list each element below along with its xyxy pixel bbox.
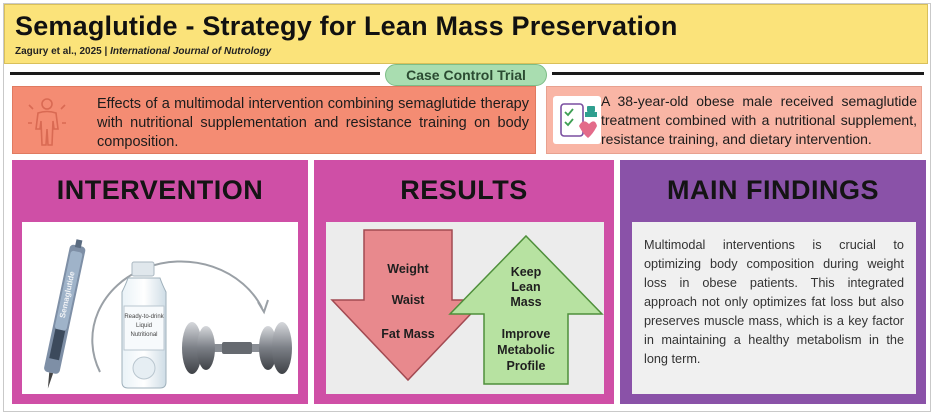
study-type-badge: Case Control Trial: [385, 64, 547, 86]
findings-title: MAIN FINDINGS: [667, 175, 879, 205]
page-title: Semaglutide - Strategy for Lean Mass Pre…: [15, 11, 678, 41]
findings-box: Multimodal interventions is crucial to o…: [632, 222, 916, 394]
human-body-icon: [28, 98, 66, 146]
decrease-weight: Weight: [387, 262, 429, 276]
increase-arrow: Keep Lean Mass Improve Metabolic Profile: [448, 234, 604, 385]
cycle-arrow: [91, 260, 263, 373]
decrease-arrow: Weight Waist Fat Mass: [330, 229, 486, 382]
intervention-panel: INTERVENTION: [12, 160, 308, 404]
findings-text: Multimodal interventions is crucial to o…: [644, 238, 904, 366]
bottle-label-2: Liquid: [136, 323, 152, 329]
header-banner: Semaglutide - Strategy for Lean Mass Pre…: [4, 4, 928, 64]
increase-lean: Lean: [511, 280, 540, 294]
medical-checklist-icon: [553, 96, 601, 144]
decrease-waist: Waist: [392, 293, 426, 307]
bottle-label-1: Ready-to-drink: [124, 314, 164, 320]
increase-mass: Mass: [510, 295, 541, 309]
objective-text: Effects of a multimodal intervention com…: [97, 96, 529, 150]
metabolic-text: Metabolic: [497, 343, 555, 357]
intervention-illustration: Semaglutide Ready-to-drink Liquid Nutrit…: [22, 222, 298, 394]
increase-keep: Keep: [511, 265, 542, 279]
improve-text: Improve: [502, 327, 551, 341]
findings-panel: MAIN FINDINGS Multimodal interventions i…: [620, 160, 926, 404]
citation-journal: International Journal of Nutrology: [110, 46, 272, 57]
bottle-label-3: Nutritional: [130, 332, 157, 338]
supplement-bottle-icon: Ready-to-drink Liquid Nutritional: [121, 261, 167, 389]
intervention-title: INTERVENTION: [56, 175, 264, 205]
dumbbell-icon: [182, 322, 292, 374]
divider-left: [10, 72, 380, 75]
divider-right: [552, 72, 924, 75]
citation-authors: Zagury et al., 2025 |: [15, 46, 108, 57]
case-box: A 38-year-old obese male received semagl…: [546, 86, 922, 154]
case-text: A 38-year-old obese male received semagl…: [601, 93, 917, 147]
citation: Zagury et al., 2025 | International Jour…: [15, 46, 271, 57]
objective-box: Effects of a multimodal intervention com…: [12, 86, 536, 154]
profile-text: Profile: [507, 359, 546, 373]
injection-pen-icon: Semaglutide: [44, 239, 86, 389]
results-panel: RESULTS Weight Waist Fat Mass Keep Lean …: [314, 160, 614, 404]
decrease-fat-mass: Fat Mass: [381, 327, 435, 341]
results-arrows: Weight Waist Fat Mass Keep Lean Mass Imp…: [326, 222, 604, 394]
results-title: RESULTS: [400, 175, 528, 205]
